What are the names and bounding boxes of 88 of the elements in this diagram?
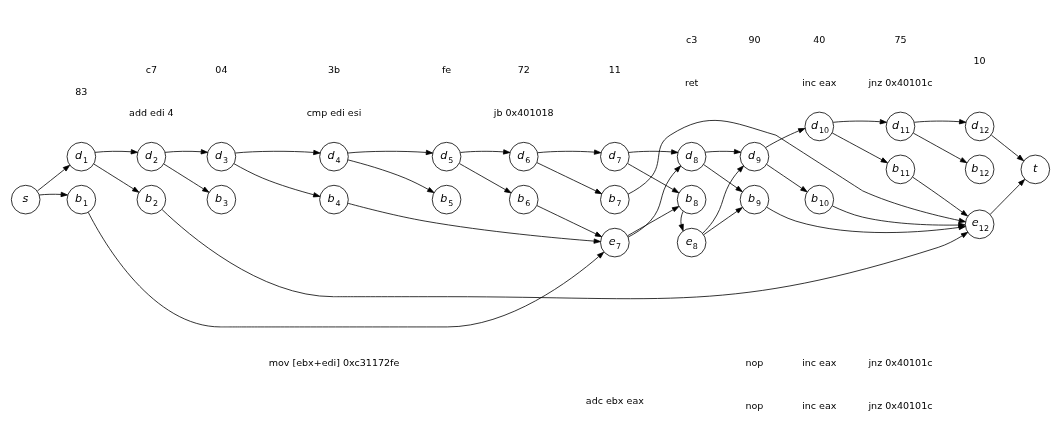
arrow <box>537 149 602 155</box>
label: ret <box>684 76 699 88</box>
label: 3b <box>327 63 341 75</box>
arrow <box>705 148 742 154</box>
node-circle: b$_{4}$ <box>319 184 349 214</box>
label: c7 <box>145 63 158 75</box>
arrow <box>627 119 966 223</box>
label: inc eax <box>802 356 837 368</box>
node-circle: b$_{10}$ <box>804 184 835 214</box>
arrow <box>87 211 605 327</box>
node-circle: b$_{6}$ <box>509 184 539 214</box>
arrow <box>913 132 968 163</box>
label: nop <box>745 399 764 411</box>
arrow <box>678 210 684 231</box>
arrow <box>991 134 1024 161</box>
label: 10 <box>973 54 986 66</box>
node-circle: s <box>10 184 41 214</box>
arrow <box>912 176 968 216</box>
node-circle: e$_{7}$ <box>600 227 630 257</box>
arrow <box>627 165 681 237</box>
node-circle: b$_{7}$ <box>600 184 630 214</box>
node-circle: b$_{8}$ <box>676 184 707 214</box>
arrow <box>628 148 679 155</box>
label: nop <box>745 356 764 368</box>
node-circle: d$_{5}$ <box>431 141 462 171</box>
label: 40 <box>813 33 826 45</box>
arrow <box>765 127 806 148</box>
label: fe <box>441 63 452 75</box>
node-circle: b$_{12}$ <box>964 154 995 184</box>
arrow <box>831 132 888 163</box>
node-circle: d$_{6}$ <box>509 141 539 171</box>
label: 75 <box>894 33 907 45</box>
node-circle: d$_{1}$ <box>66 141 97 171</box>
arrow <box>233 162 321 197</box>
arrow <box>94 148 138 154</box>
arrow <box>536 204 603 237</box>
label: add edi 4 <box>129 106 174 118</box>
arrow <box>37 164 71 191</box>
label: adc ebx eax <box>585 394 644 406</box>
arrow <box>460 148 511 155</box>
node-circle: d$_{10}$ <box>804 111 835 141</box>
arrow <box>347 202 601 244</box>
label: jb 0x401018 <box>493 106 554 118</box>
node-circle: b$_{5}$ <box>431 184 462 214</box>
arrow <box>459 162 512 193</box>
node-circle: d$_{7}$ <box>600 141 630 171</box>
label: inc eax <box>802 399 837 411</box>
label: cmp edi esi <box>306 106 362 118</box>
label: 11 <box>608 63 621 75</box>
node-circle: b$_{2}$ <box>136 184 167 214</box>
node-circle: b$_{9}$ <box>739 184 770 214</box>
arrow <box>627 205 680 236</box>
node-circle: b$_{1}$ <box>66 184 97 214</box>
label: 72 <box>517 63 530 75</box>
node-circle: d$_{2}$ <box>136 141 167 171</box>
arrow <box>347 159 435 193</box>
node-circle: e$_{12}$ <box>964 209 995 239</box>
label: 04 <box>215 63 228 75</box>
arrow <box>163 163 210 193</box>
node-circle: b$_{11}$ <box>885 154 916 184</box>
label: jnz 0x40101c <box>868 399 933 411</box>
label: jnz 0x40101c <box>868 356 933 368</box>
arrow <box>703 163 743 192</box>
arrow <box>38 191 68 197</box>
label: 90 <box>748 33 761 45</box>
label: 83 <box>75 85 88 97</box>
node-circle: e$_{8}$ <box>676 227 707 257</box>
arrow <box>234 149 321 155</box>
arrow <box>536 161 603 194</box>
node-circle: b$_{3}$ <box>206 184 237 214</box>
arrow <box>93 163 140 193</box>
label: mov [ebx+edi] 0xc31172fe <box>268 356 400 368</box>
arrow <box>703 206 743 235</box>
label: jnz 0x40101c <box>868 76 933 88</box>
label: c3 <box>685 33 698 45</box>
arrow <box>914 118 967 124</box>
arrow <box>164 148 208 154</box>
node-circle: d$_{3}$ <box>206 141 237 171</box>
arrow <box>766 163 808 192</box>
node-circle: d$_{11}$ <box>885 111 916 141</box>
arrow <box>832 118 887 124</box>
arrow <box>989 178 1025 215</box>
arrow <box>627 162 680 193</box>
arrow <box>347 149 433 155</box>
node-circle: d$_{4}$ <box>319 141 349 171</box>
label: inc eax <box>802 76 837 88</box>
arrow <box>702 165 744 234</box>
node-circle: d$_{12}$ <box>964 111 995 141</box>
